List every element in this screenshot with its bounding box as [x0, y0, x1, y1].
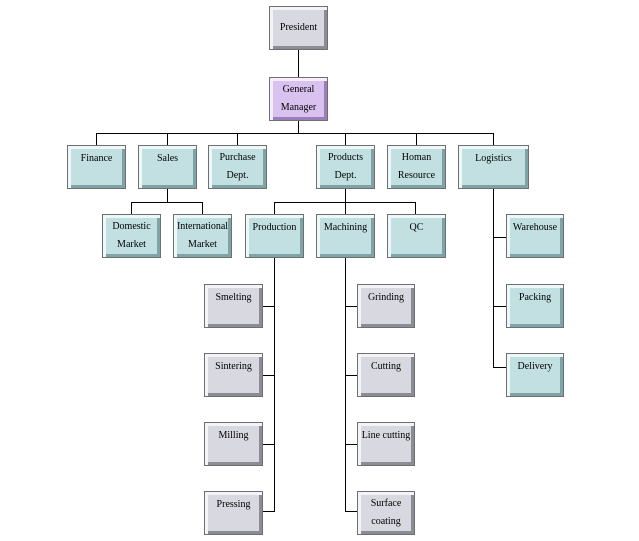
grinding-label: Grinding: [367, 292, 405, 303]
president-box: President: [269, 6, 328, 50]
products-box: Products Dept.: [316, 145, 375, 189]
machining-label: Machining: [323, 222, 368, 233]
warehouse-box: Warehouse: [506, 214, 564, 258]
warehouse-label: Warehouse: [512, 222, 558, 233]
milling-box: Milling: [204, 422, 263, 466]
purchase-box: Purchase Dept.: [208, 145, 267, 189]
hr-box: Homan Resource: [387, 145, 446, 189]
grinding-box: Grinding: [357, 284, 415, 328]
cutting-box: Cutting: [357, 353, 415, 397]
purchase-label: Purchase Dept.: [219, 152, 256, 181]
international-market-label: International Market: [176, 221, 229, 250]
domestic-market-label: Domestic Market: [112, 221, 151, 250]
machining-box: Machining: [316, 214, 375, 258]
logistics-box: Logistics: [458, 145, 529, 189]
hr-label: Homan Resource: [397, 152, 436, 181]
milling-label: Milling: [218, 430, 249, 441]
president-label: President: [279, 22, 318, 33]
logistics-label: Logistics: [475, 153, 512, 164]
sales-label: Sales: [156, 153, 179, 164]
international-market-box: International Market: [173, 214, 232, 258]
delivery-box: Delivery: [506, 353, 564, 397]
production-box: Production: [245, 214, 304, 258]
sales-box: Sales: [138, 145, 197, 189]
general-manager-box: General Manager: [269, 77, 328, 121]
delivery-label: Delivery: [517, 361, 553, 372]
domestic-market-box: Domestic Market: [102, 214, 161, 258]
pressing-label: Pressing: [216, 499, 251, 510]
qc-label: QC: [409, 222, 424, 233]
qc-box: QC: [387, 214, 446, 258]
sintering-box: Sintering: [204, 353, 263, 397]
cutting-label: Cutting: [370, 361, 401, 372]
surface-coating-label: Surface coating: [370, 498, 402, 527]
finance-box: Finance: [67, 145, 126, 189]
smelting-box: Smelting: [204, 284, 263, 328]
line-cutting-label: Line cutting: [361, 430, 411, 441]
finance-label: Finance: [80, 153, 113, 164]
packing-label: Packing: [518, 292, 552, 303]
line-cutting-box: Line cutting: [357, 422, 415, 466]
products-label: Products Dept.: [328, 152, 363, 181]
smelting-label: Smelting: [215, 292, 252, 303]
production-label: Production: [252, 222, 297, 233]
general-manager-label: General Manager: [280, 84, 317, 113]
sintering-label: Sintering: [215, 361, 252, 372]
surface-coating-box: Surface coating: [357, 491, 415, 535]
pressing-box: Pressing: [204, 491, 263, 535]
packing-box: Packing: [506, 284, 564, 328]
